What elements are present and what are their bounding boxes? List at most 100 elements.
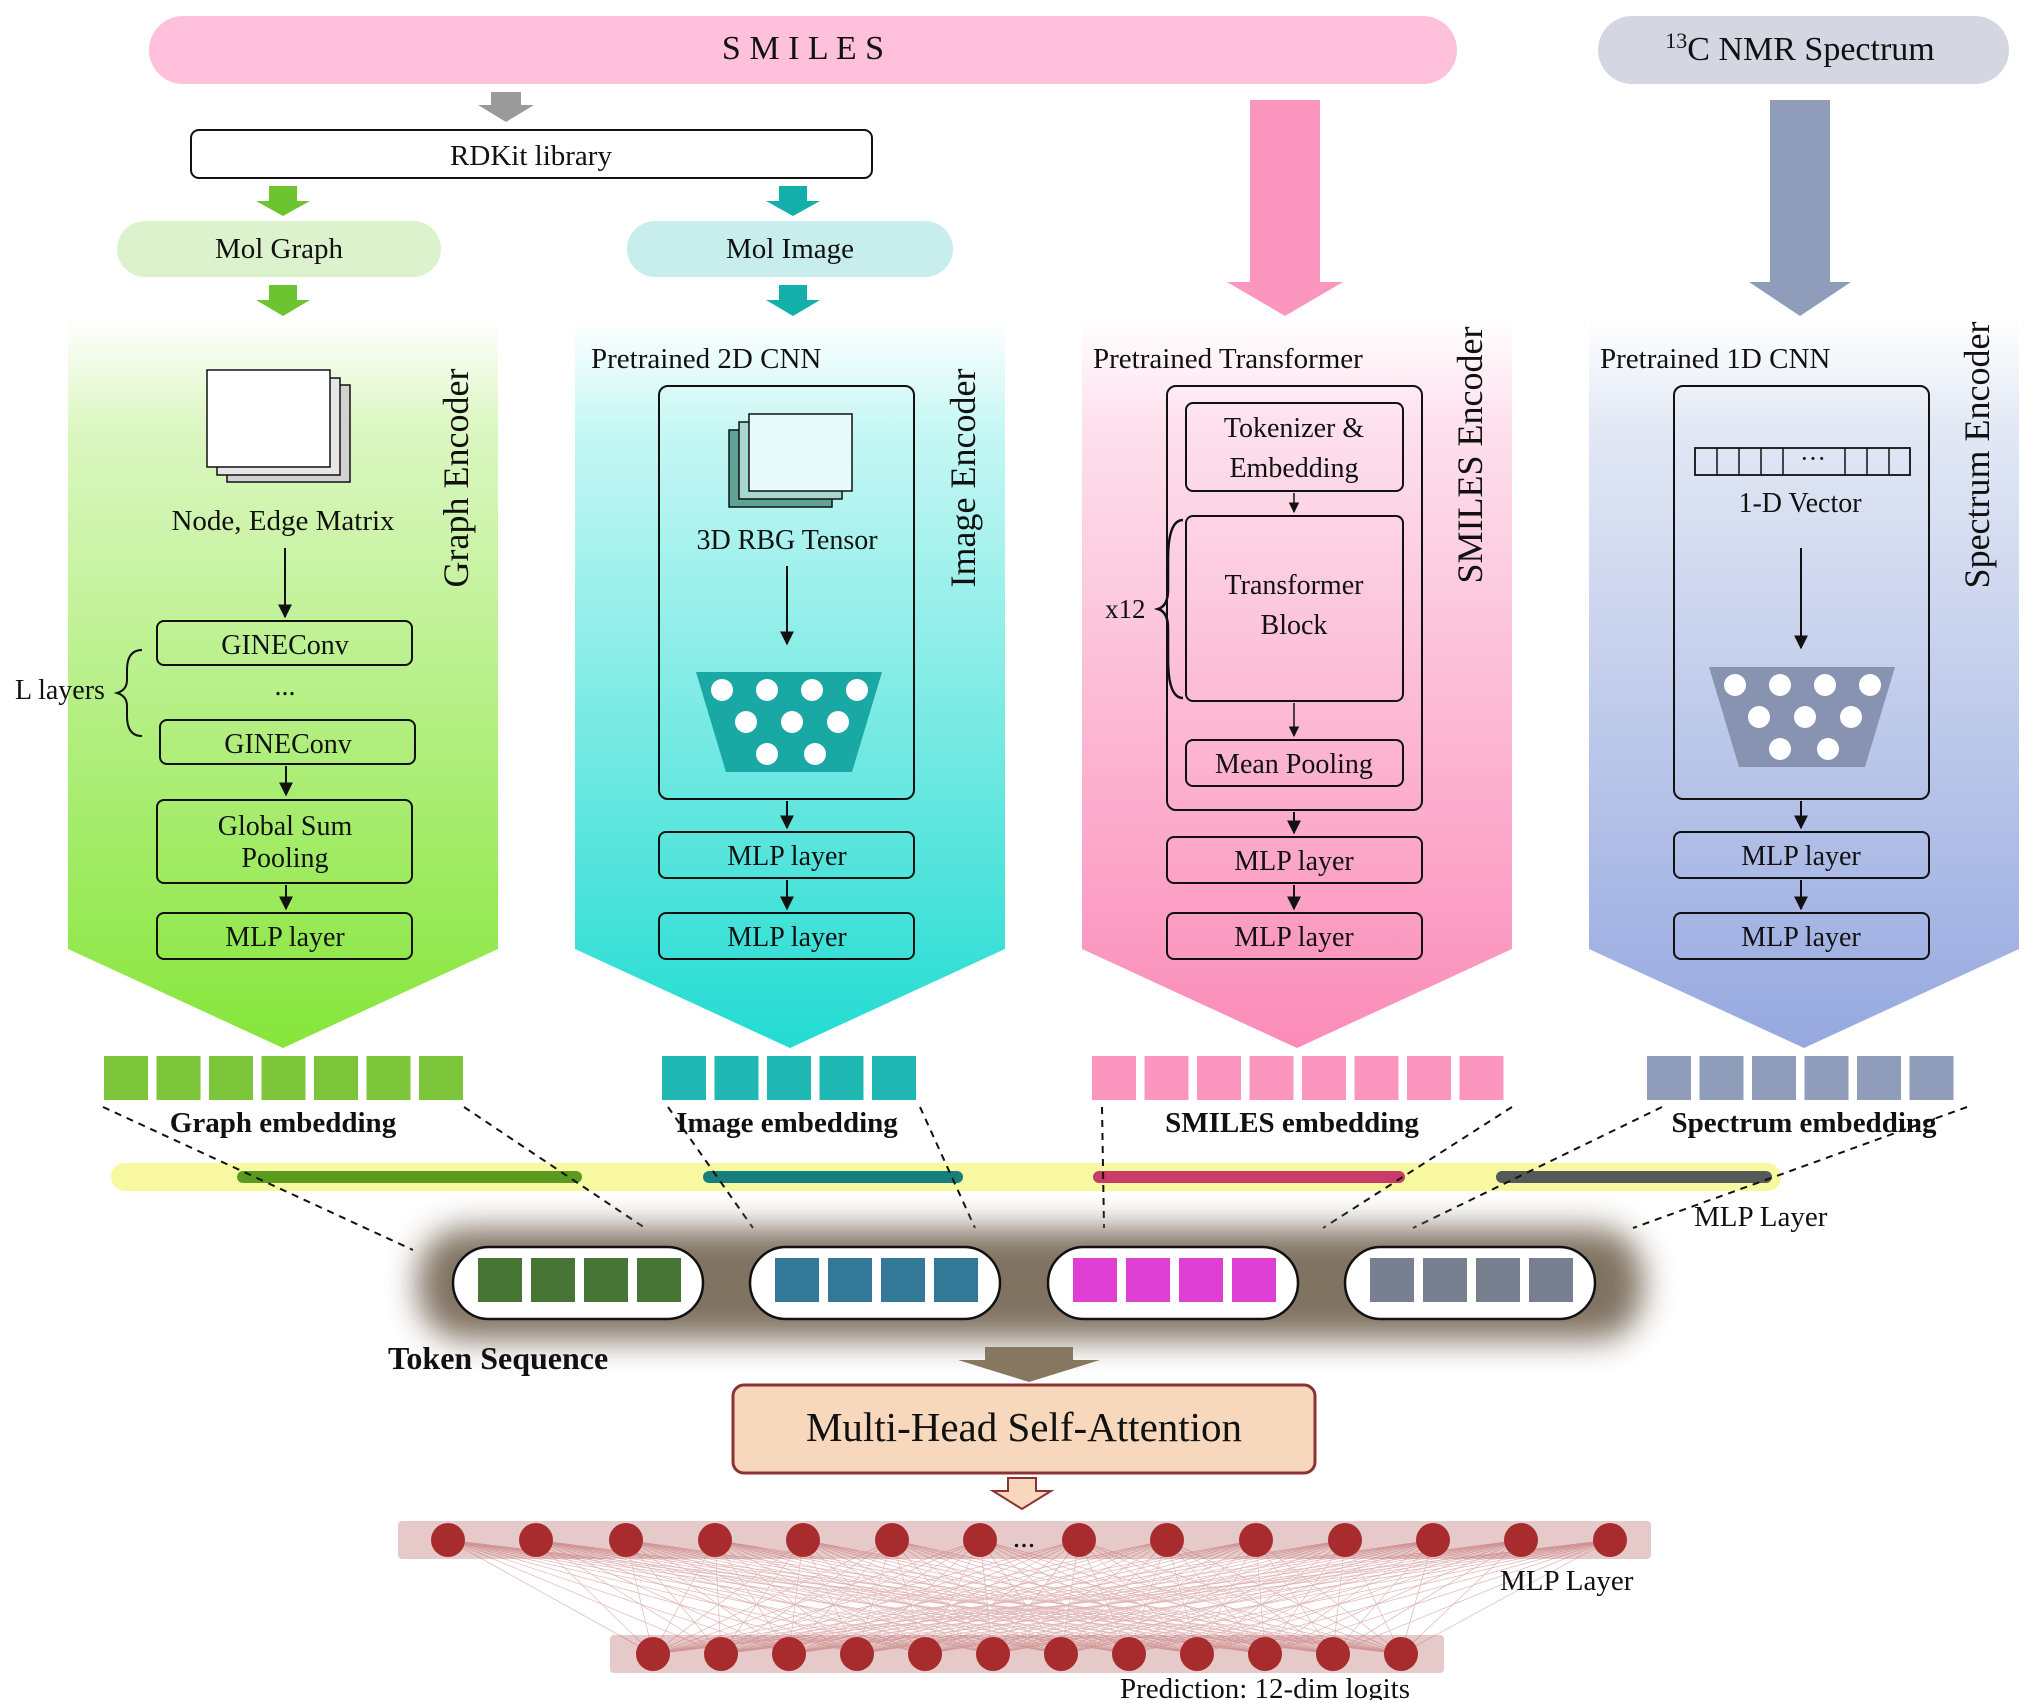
output-neuron [840, 1637, 874, 1671]
smiles-token-squares [1073, 1258, 1276, 1302]
image-cnn-box [658, 385, 915, 800]
mlp-connection [891, 1539, 1130, 1655]
output-neuron [1316, 1637, 1350, 1671]
hidden-neuron [963, 1523, 997, 1557]
spectrum-token-square [1370, 1258, 1414, 1302]
rgb-tensor-icon [728, 413, 853, 508]
mlp-connection [891, 1539, 1266, 1655]
gineconv-box-1: GINEConv [156, 620, 413, 666]
image-mlp-label-1: MLP layer [727, 841, 847, 872]
graph-mlp-label: MLP layer [225, 922, 345, 953]
graph-mlp-box: MLP layer [156, 912, 413, 960]
l-layers-brace [113, 649, 143, 737]
image-embedding-squares [662, 1056, 916, 1100]
image-token-pill [748, 1245, 1002, 1321]
mlp-connection [535, 1539, 1198, 1655]
mlp-connection [1255, 1539, 1334, 1655]
mlp-connection [1060, 1539, 1611, 1655]
smiles-mlp-label-2: MLP layer [1234, 922, 1354, 953]
image-pretrained-label: Pretrained 2D CNN [591, 343, 821, 375]
arrow-image-to-encoder [766, 285, 820, 316]
x12-label: x12 [1105, 594, 1146, 624]
spectrum-pretrained-label: Pretrained 1D CNN [1600, 343, 1830, 375]
mlp-connection [447, 1539, 994, 1655]
mlp-connection [1196, 1539, 1257, 1655]
mlp-connection [924, 1539, 1522, 1655]
spectrum-embedding-square [1909, 1056, 1954, 1100]
spectrum-mlp-label-1: MLP layer [1741, 841, 1861, 872]
mlp-connection [924, 1539, 981, 1655]
hidden-neuron [875, 1523, 909, 1557]
mlp-connection [992, 1539, 1168, 1655]
attention-label: Multi-Head Self-Attention [806, 1404, 1242, 1450]
mlp-connection [924, 1539, 1346, 1655]
mlp-connection [1344, 1539, 1402, 1655]
mlp-connection [856, 1539, 1611, 1655]
output-neuron [772, 1637, 806, 1671]
mlp-connection [447, 1539, 1198, 1655]
arrow-rdkit-to-image [766, 186, 820, 216]
mlp-connection [856, 1539, 1080, 1655]
arrow-rdkit-to-graph [256, 186, 310, 216]
image-embedding-square [767, 1056, 811, 1100]
spectrum-token-square [1423, 1258, 1467, 1302]
nmr-input-label: 13C NMR Spectrum [1665, 28, 1934, 68]
mlp-connection [447, 1539, 1062, 1655]
output-neuron [1384, 1637, 1418, 1671]
mlp-connection [535, 1539, 1130, 1655]
mlp-connection [652, 1539, 716, 1655]
mol-image-pill: Mol Image [627, 221, 953, 277]
mlp-connection [535, 1539, 654, 1655]
mlp-connection [535, 1539, 1266, 1655]
global-sum-label-2: Pooling [241, 843, 328, 874]
mlp-connection [856, 1539, 1434, 1655]
mlp-connection [802, 1539, 1266, 1655]
mlp-connection [1166, 1539, 1266, 1655]
graph-embedding-square [209, 1056, 253, 1100]
mlp-connection [720, 1539, 1168, 1655]
mlp-connection-lines [447, 1539, 1611, 1655]
spectrum-cnn-dots [1724, 674, 1881, 760]
graph-embedding-square [156, 1056, 201, 1100]
global-sum-label-1: Global Sum [218, 811, 353, 842]
hidden-layer-neurons [431, 1523, 1627, 1557]
mlp-connection [1078, 1539, 1402, 1655]
mlp-connection [447, 1539, 1402, 1655]
mlp-connection [625, 1539, 1130, 1655]
embedding-dashed-lines [102, 1106, 1968, 1251]
mlp-connection [802, 1539, 994, 1655]
mlp-connection [1196, 1539, 1434, 1655]
nmr-input-bar: 13C NMR Spectrum [1598, 16, 2009, 84]
spectrum-embedding-square [1857, 1056, 1901, 1100]
mlp-connection [802, 1539, 1130, 1655]
mlp-connection [1128, 1539, 1611, 1655]
spectrum-projection-bar [1496, 1171, 1772, 1183]
spectrum-embedding-square [1647, 1056, 1691, 1100]
mlp-connection [1166, 1539, 1402, 1655]
smiles-encoder-panel [1082, 318, 1512, 1048]
smiles-input-label: S M I L E S [722, 30, 884, 67]
mlp-connection [856, 1539, 1346, 1655]
mlp-connection [856, 1539, 981, 1655]
image-token-square [828, 1258, 872, 1302]
mlp-connection [714, 1539, 790, 1655]
nmr-superscript: 13 [1665, 28, 1687, 53]
hidden-layer-ellipsis: ... [1013, 1521, 1036, 1554]
smiles-embedding-label: SMILES embedding [1165, 1107, 1419, 1139]
mlp-connection [714, 1539, 1198, 1655]
mlp-connection [714, 1539, 858, 1655]
mlp-connection [979, 1539, 1266, 1655]
mlp-connection [802, 1539, 1062, 1655]
mlp-connection [447, 1539, 1334, 1655]
node-edge-matrix-icon [206, 369, 351, 483]
spectrum-token-pill [1343, 1245, 1597, 1321]
hidden-neuron [1062, 1523, 1096, 1557]
mlp-connection [447, 1539, 926, 1655]
mlp-connection [447, 1539, 858, 1655]
image-embedding-square [714, 1056, 759, 1100]
mlp-connection [924, 1539, 1257, 1655]
mlp-connection [535, 1539, 790, 1655]
mlp-connection [1128, 1539, 1434, 1655]
smiles-input-bar: S M I L E S [149, 16, 1457, 84]
